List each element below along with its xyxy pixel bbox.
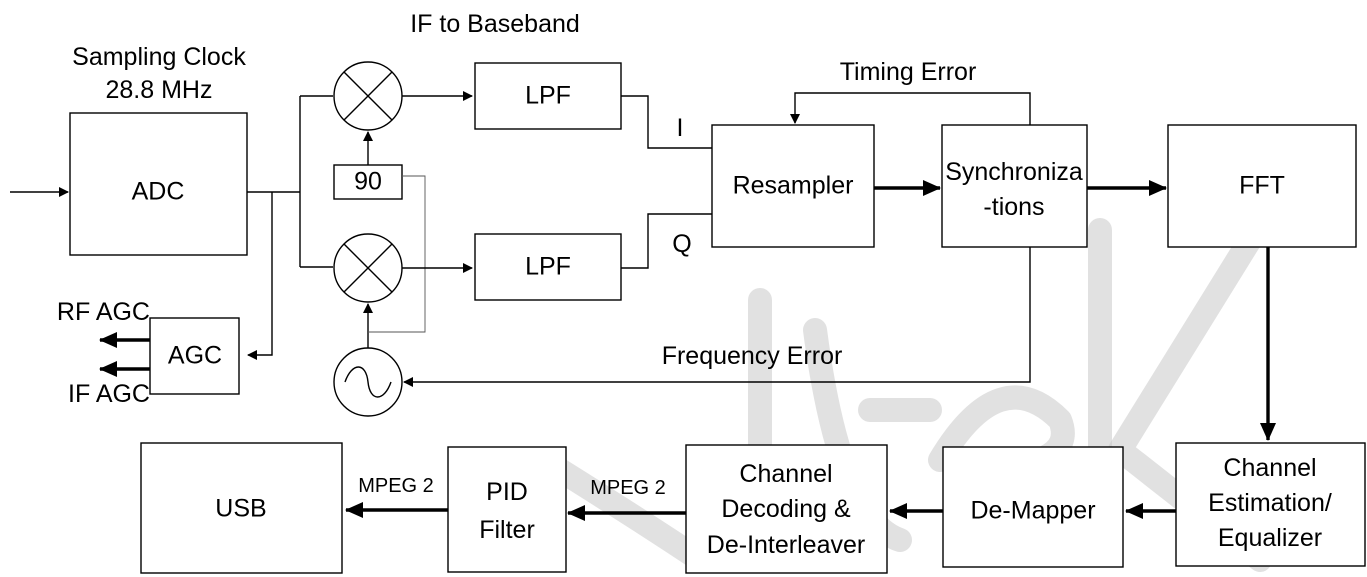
q-path-wire bbox=[621, 213, 712, 269]
if-agc-label: IF AGC bbox=[68, 380, 150, 408]
chdec-label-line3: De-Interleaver bbox=[707, 531, 865, 559]
pid-label-line1: PID bbox=[486, 478, 528, 506]
agc-label: AGC bbox=[168, 342, 222, 370]
chest-label-line1: Channel bbox=[1223, 454, 1316, 482]
timing-error-feedback bbox=[790, 92, 1031, 125]
lpf-top-label: LPF bbox=[525, 82, 571, 110]
sync-label-line1: Synchroniza bbox=[945, 158, 1083, 186]
frequency-error-feedback bbox=[403, 247, 1031, 387]
phase-shift-label: 90 bbox=[354, 168, 382, 196]
if-to-baseband-label: IF to Baseband bbox=[410, 10, 580, 38]
mixer-bottom bbox=[333, 233, 403, 303]
fft-label: FFT bbox=[1239, 172, 1285, 200]
i-path-wire bbox=[621, 95, 712, 149]
fft-block bbox=[1167, 124, 1357, 248]
usb-label: USB bbox=[215, 495, 266, 523]
channel-decoding-block bbox=[685, 444, 888, 574]
channel-estimation-block bbox=[1175, 442, 1366, 567]
usb-block bbox=[140, 442, 343, 574]
demapper-label: De-Mapper bbox=[970, 497, 1095, 525]
resampler-block bbox=[711, 124, 875, 248]
mpeg2-label-decoder: MPEG 2 bbox=[590, 477, 666, 499]
chdec-label-line1: Channel bbox=[739, 460, 832, 488]
adc-label: ADC bbox=[132, 178, 185, 206]
pid-filter-block bbox=[447, 446, 567, 573]
synchronization-block bbox=[941, 124, 1088, 248]
q-label: Q bbox=[672, 230, 691, 258]
pid-label-line2: Filter bbox=[479, 516, 535, 544]
chdec-label-line2: Decoding & bbox=[721, 495, 851, 523]
sampling-clock-label: Sampling Clock bbox=[72, 43, 246, 71]
mpeg2-label-pid: MPEG 2 bbox=[358, 475, 434, 497]
lpf-bottom-block bbox=[474, 233, 622, 301]
clock-frequency-label: 28.8 MHz bbox=[106, 76, 213, 104]
chest-label-line2: Estimation/ bbox=[1208, 489, 1332, 517]
to-agc-wire bbox=[247, 192, 273, 360]
demapper-block bbox=[942, 446, 1124, 568]
i-label: I bbox=[677, 114, 684, 142]
sync-label-line2: -tions bbox=[983, 193, 1044, 221]
sine-wave-icon bbox=[344, 366, 392, 398]
rf-agc-label: RF AGC bbox=[57, 298, 150, 326]
mixer-top bbox=[333, 61, 403, 131]
lpf-bottom-label: LPF bbox=[525, 253, 571, 281]
resampler-label: Resampler bbox=[733, 172, 854, 200]
osc-to-phase-wire bbox=[368, 175, 426, 333]
frequency-error-label: Frequency Error bbox=[662, 342, 843, 370]
timing-error-label: Timing Error bbox=[840, 58, 977, 86]
adc-block bbox=[69, 112, 248, 256]
chest-label-line3: Equalizer bbox=[1218, 524, 1322, 552]
agc-block bbox=[149, 317, 240, 395]
